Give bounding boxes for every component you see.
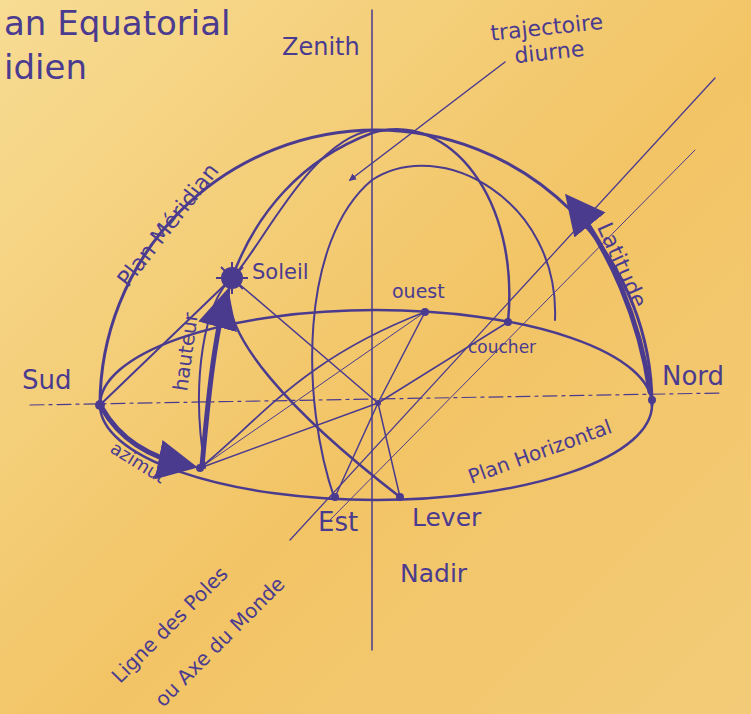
axis-label: Ligne des Poles — [107, 562, 232, 687]
plane-label: Plan Horizontal — [465, 415, 615, 488]
axis-label: Zenith — [282, 34, 360, 62]
point-label: coucher — [468, 338, 536, 358]
axis-label: Nadir — [400, 560, 467, 589]
cardinal-label: ouest — [392, 281, 445, 303]
axis-label: ou Axe du Monde — [150, 573, 289, 712]
heading-fragment: an Equatorial — [4, 4, 230, 43]
point-label: Lever — [412, 504, 481, 533]
trajectory-label: trajectoire diurne — [476, 8, 621, 73]
angle-label: hauteur — [169, 311, 203, 392]
plane-label: Plan Méridian — [112, 159, 224, 292]
cardinal-label: Sud — [22, 366, 72, 396]
heading-fragment: idien — [4, 48, 87, 87]
angle-label: Latitude — [592, 218, 652, 311]
cardinal-label: Nord — [662, 362, 724, 392]
cardinal-label: Est — [318, 508, 358, 538]
sun-label: Soleil — [252, 260, 309, 284]
